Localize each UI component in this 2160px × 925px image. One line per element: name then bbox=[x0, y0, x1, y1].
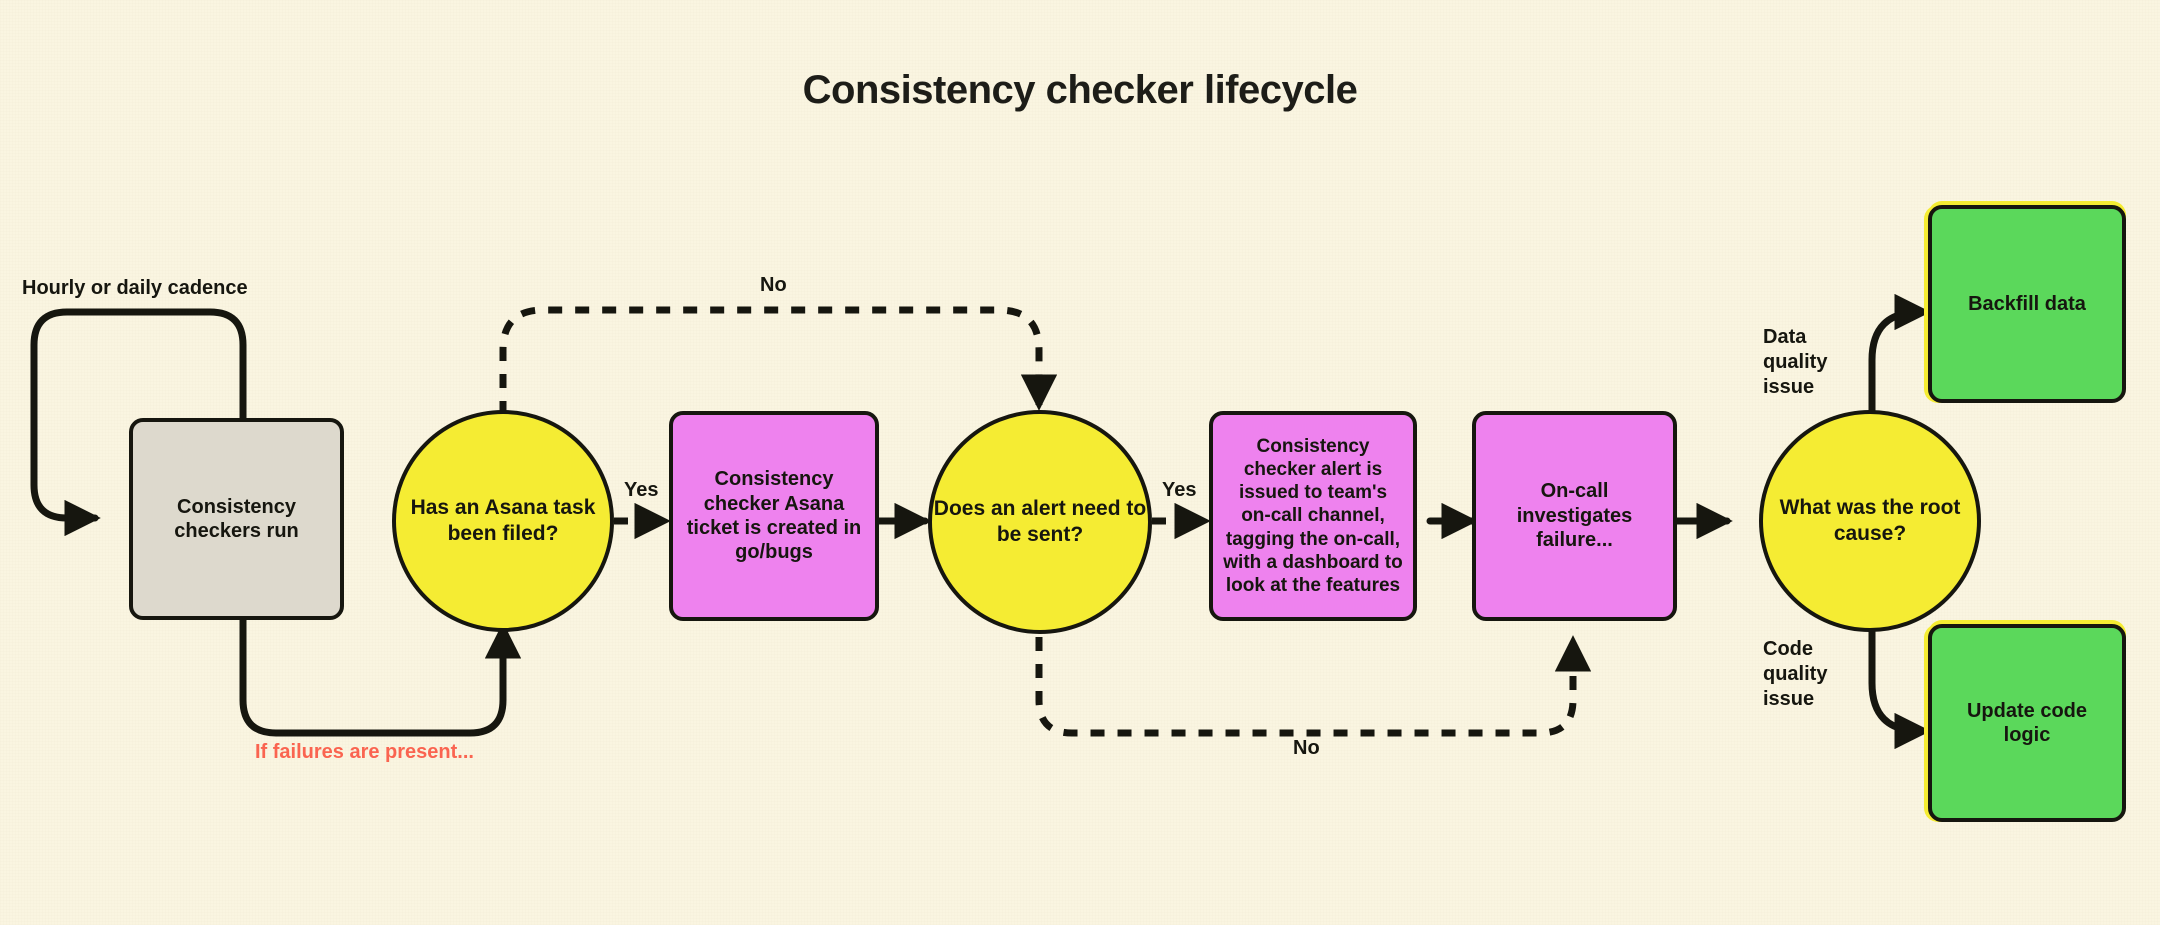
edge-label-cadence: Hourly or daily cadence bbox=[22, 277, 248, 299]
edge-label-no-alert: No bbox=[1293, 737, 1320, 759]
node-backfill-data[interactable]: Backfill data bbox=[1928, 205, 2126, 403]
edge-label-if-failures: If failures are present... bbox=[255, 741, 474, 763]
edge-failures-present bbox=[239, 530, 522, 737]
page-title: Consistency checker lifecycle bbox=[802, 68, 1358, 112]
node-does-alert-need-to-be-sent[interactable]: Does an alert need to be sent? bbox=[928, 410, 1152, 634]
node-consistency-checkers-run[interactable]: Consistency checkers run bbox=[129, 418, 344, 620]
edge-label-code-quality: Code quality issue bbox=[1763, 638, 1828, 710]
edge-label-no-asana: No bbox=[760, 274, 787, 296]
node-update-code-logic[interactable]: Update code logic bbox=[1928, 624, 2126, 822]
node-alert-issued-to-oncall[interactable]: Consistency checker alert is issued to t… bbox=[1209, 411, 1417, 621]
edge-data-quality bbox=[1868, 293, 1931, 415]
edge-code-quality bbox=[1868, 628, 1931, 750]
edge-label-data-quality: Data quality issue bbox=[1763, 326, 1828, 398]
node-what-was-the-root-cause[interactable]: What was the root cause? bbox=[1759, 410, 1981, 632]
node-has-asana-task-been-filed[interactable]: Has an Asana task been filed? bbox=[392, 410, 614, 632]
edge-label-yes-alert: Yes bbox=[1162, 479, 1197, 501]
node-asana-ticket-created[interactable]: Consistency checker Asana ticket is crea… bbox=[669, 411, 879, 621]
edge-label-yes-asana: Yes bbox=[624, 479, 659, 501]
edge-alert-no bbox=[1035, 635, 1592, 737]
edge-asana-no bbox=[499, 306, 1058, 415]
edge-cadence-loop bbox=[30, 308, 247, 537]
node-oncall-investigates-failure[interactable]: On-call investigates failure... bbox=[1472, 411, 1677, 621]
